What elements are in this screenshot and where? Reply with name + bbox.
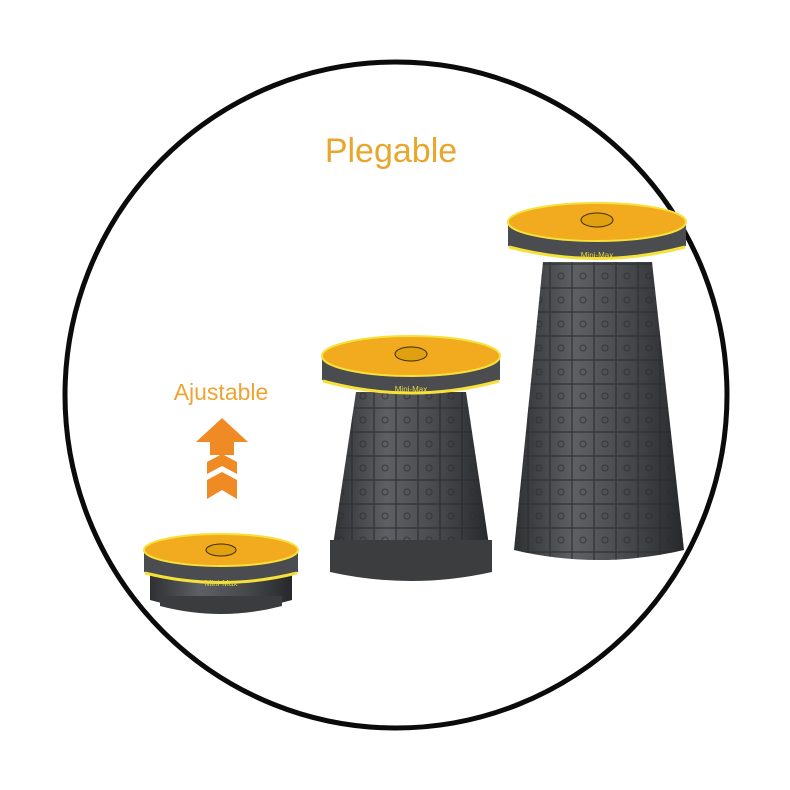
stool-medium: Mini-Max: [321, 335, 501, 581]
arrow-up-chevrons-icon: [196, 418, 248, 499]
brand-label: Mini-Max: [205, 579, 237, 588]
subheadline: Ajustable: [174, 379, 269, 405]
stool-collapsed: Mini-Max: [143, 533, 299, 614]
headline: Plegable: [325, 132, 457, 170]
stool-extended: Mini-Max: [507, 202, 687, 560]
frame-circle: [62, 59, 730, 731]
brand-label: Mini-Max: [395, 385, 427, 394]
brand-label: Mini-Max: [581, 251, 613, 260]
